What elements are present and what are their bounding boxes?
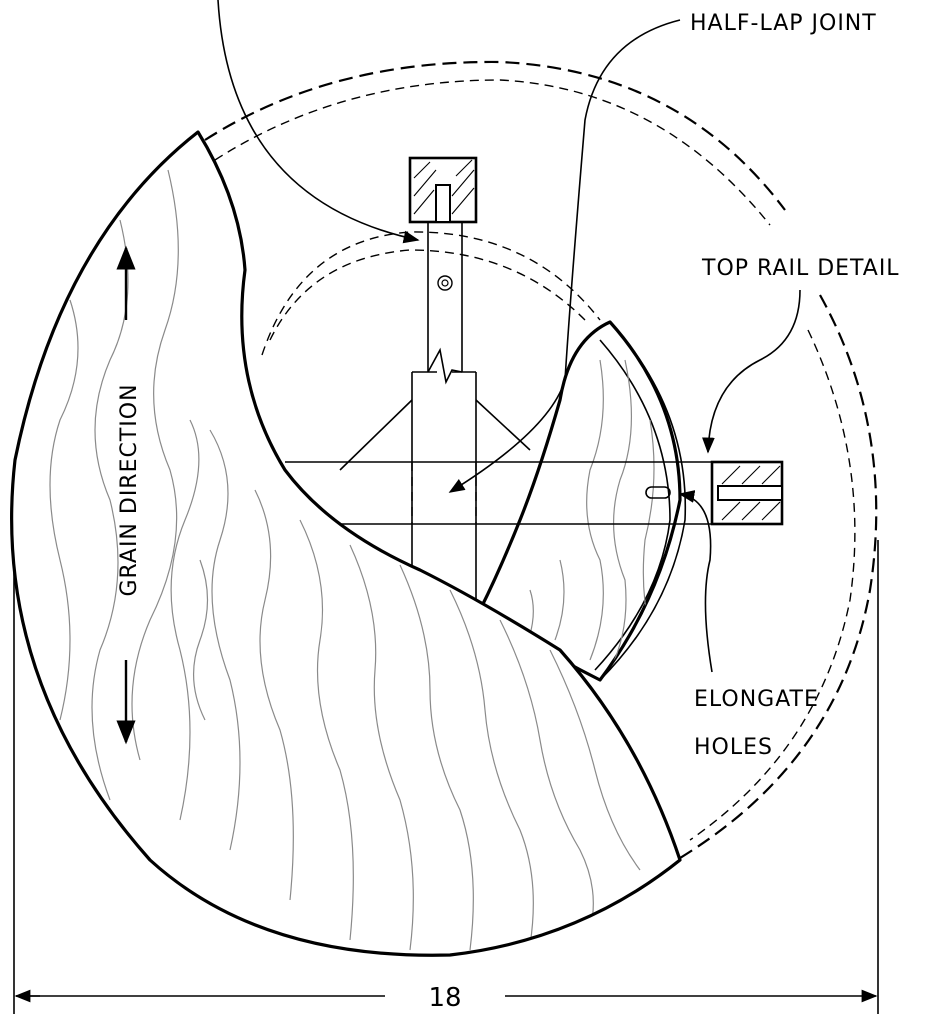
outer-hidden-arc — [204, 60, 786, 211]
elongate-holes-leader — [678, 490, 713, 673]
top-rail — [285, 460, 784, 526]
half-lap-joint-label: HALF-LAP JOINT — [690, 11, 877, 36]
grain-direction-label: GRAIN DIRECTION — [117, 383, 142, 596]
top-rail-detail-label: TOP RAIL DETAIL — [701, 256, 900, 281]
leg-leader — [217, 0, 420, 244]
elongate-label: ELONGATE — [694, 687, 819, 712]
half-lap-leader — [448, 19, 681, 493]
front-board — [10, 130, 682, 957]
dimension-value: 18 — [428, 983, 461, 1013]
outer-hidden-arc-right — [679, 294, 878, 859]
outer-hidden-arc-right-inner — [689, 329, 856, 841]
width-dimension — [13, 540, 879, 1014]
top-rail-detail-leader — [702, 289, 801, 454]
holes-label: HOLES — [694, 735, 773, 760]
outer-hidden-arc-inner — [214, 79, 771, 226]
leg-post — [339, 156, 531, 600]
